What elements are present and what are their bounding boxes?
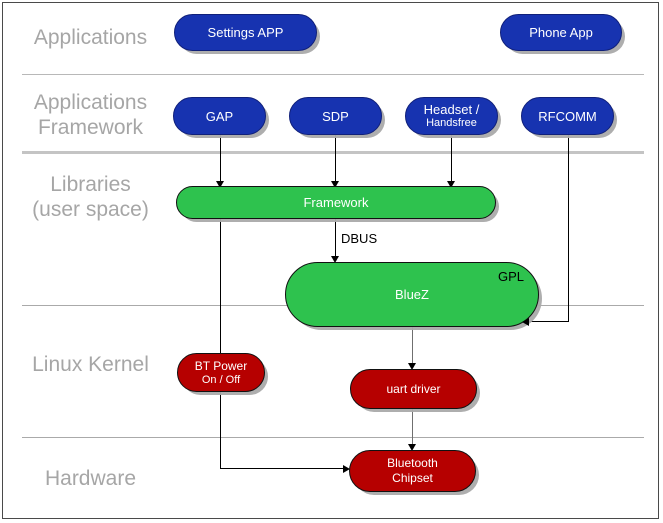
node-framework-label: Framework — [303, 195, 369, 210]
node-headset-handsfree-sublabel: Handsfree — [426, 117, 477, 129]
divider-applications-framework — [22, 151, 644, 154]
edge-rfcomm-to-bluez-vertical — [568, 135, 569, 322]
edge-rfcomm-to-bluez-arrowhead — [522, 318, 529, 326]
node-headset-handsfree-label: Headset / — [423, 102, 480, 117]
edge-sdp-to-framework-arrowhead — [331, 181, 339, 188]
node-phone-app-label: Phone App — [529, 25, 593, 40]
edge-framework-to-chipset-horizontal — [220, 468, 346, 469]
node-bt-power-sublabel: On / Off — [201, 373, 241, 386]
edge-bluez-to-uart — [412, 325, 413, 367]
node-uart-driver-label: uart driver — [386, 381, 441, 396]
node-phone-app[interactable]: Phone App — [500, 14, 622, 51]
node-bluez-license-badge: GPL — [497, 269, 524, 284]
edge-headset-to-framework-arrowhead — [447, 181, 455, 188]
node-bluez[interactable]: GPL BlueZ — [285, 262, 539, 327]
edge-uart-to-chipset-arrowhead — [408, 444, 416, 451]
layer-label-applications-framework: Applications Framework — [33, 91, 148, 139]
node-bt-power-label: BT Power — [194, 358, 248, 373]
node-settings-app-label: Settings APP — [207, 25, 284, 40]
edge-framework-to-chipset-arrowhead — [343, 465, 350, 473]
node-bluetooth-chipset[interactable]: Bluetooth Chipset — [349, 450, 476, 492]
edge-headset-to-framework — [451, 135, 452, 183]
node-settings-app[interactable]: Settings APP — [174, 14, 317, 51]
node-bluetooth-chipset-label: Bluetooth — [387, 456, 438, 470]
layer-label-linux-kernel: Linux Kernel — [32, 353, 149, 376]
edge-uart-to-chipset — [412, 408, 413, 448]
divider-linux-kernel — [22, 437, 644, 438]
edge-gap-to-framework-arrowhead — [216, 181, 224, 188]
edge-gap-to-framework — [220, 135, 221, 183]
edge-bluez-to-uart-arrowhead — [408, 363, 416, 370]
divider-applications — [22, 74, 644, 75]
layer-label-applications: Applications — [33, 26, 148, 49]
node-headset-handsfree[interactable]: Headset / Handsfree — [405, 97, 498, 135]
node-gap-label: GAP — [205, 108, 234, 124]
node-gap[interactable]: GAP — [173, 97, 266, 135]
node-bluez-label: BlueZ — [395, 287, 429, 302]
node-uart-driver[interactable]: uart driver — [350, 369, 477, 409]
layer-label-libraries: Libraries (user space) — [32, 173, 149, 221]
edge-framework-to-bluez — [335, 218, 336, 260]
edge-label-dbus: DBUS — [341, 231, 378, 246]
edge-rfcomm-to-bluez-horizontal — [528, 321, 569, 322]
node-bt-power[interactable]: BT Power On / Off — [177, 353, 265, 392]
node-rfcomm-label: RFCOMM — [538, 108, 597, 124]
edge-sdp-to-framework — [335, 135, 336, 183]
node-sdp[interactable]: SDP — [289, 97, 382, 135]
edge-framework-to-bluez-arrowhead — [331, 256, 339, 263]
node-framework[interactable]: Framework — [176, 186, 496, 219]
layer-label-hardware: Hardware — [44, 467, 137, 490]
edge-framework-to-chipset-vertical — [220, 218, 221, 469]
node-sdp-label: SDP — [322, 108, 349, 124]
node-bluetooth-chipset-sublabel: Chipset — [392, 471, 433, 485]
node-rfcomm[interactable]: RFCOMM — [521, 97, 614, 135]
